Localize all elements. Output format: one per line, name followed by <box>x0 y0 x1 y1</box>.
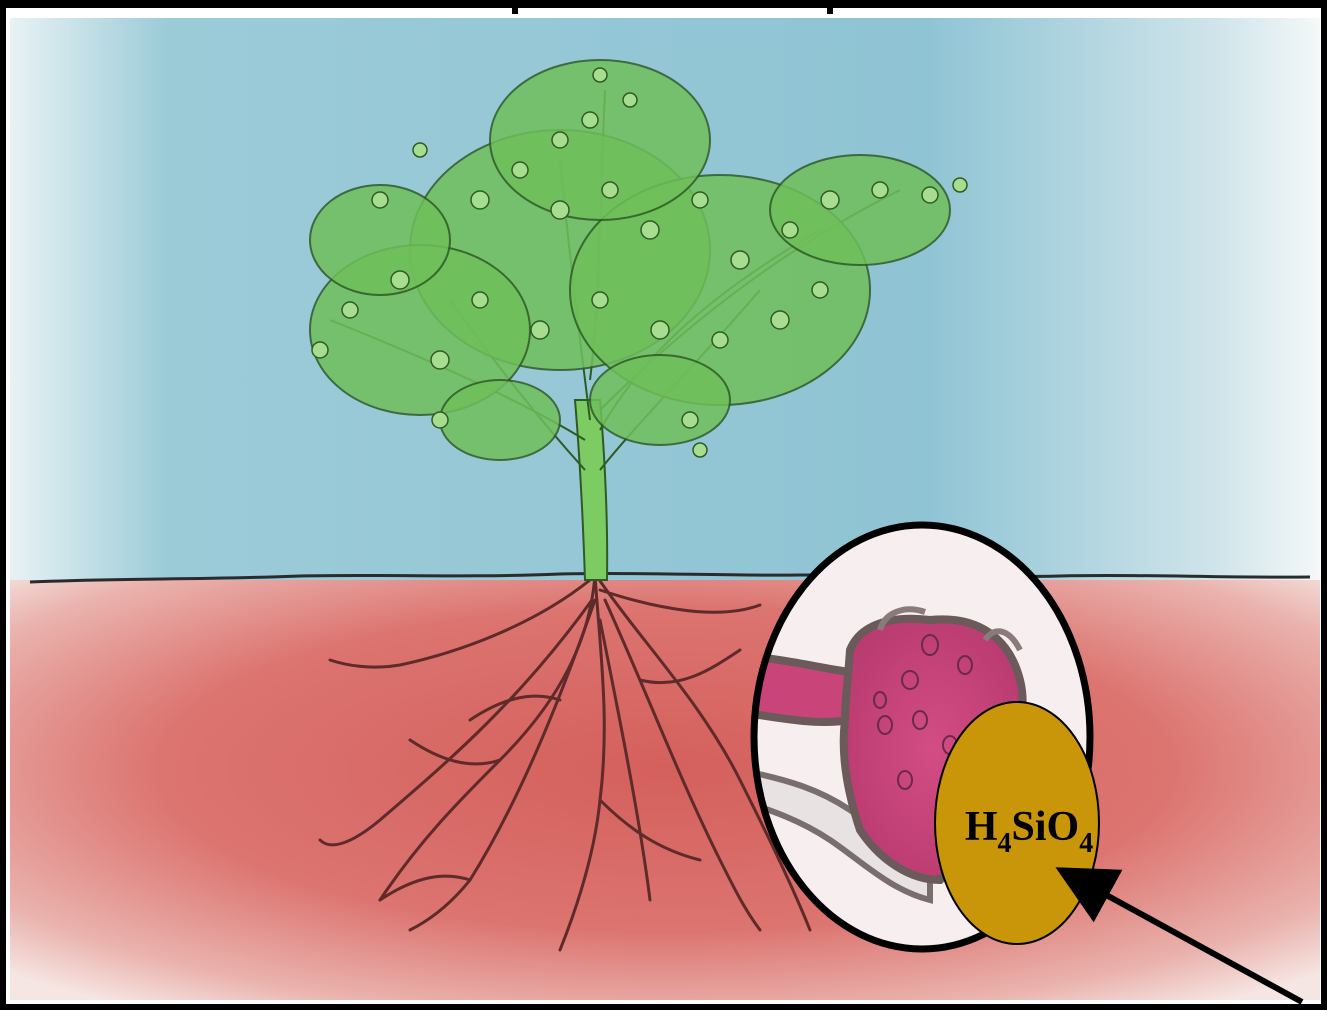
formula-middle: SiO <box>1011 804 1079 850</box>
formula-sub1: 4 <box>997 828 1011 859</box>
formula-sub2: 4 <box>1079 828 1093 859</box>
formula-prefix: H <box>965 804 998 850</box>
soil-background <box>10 580 1320 1000</box>
